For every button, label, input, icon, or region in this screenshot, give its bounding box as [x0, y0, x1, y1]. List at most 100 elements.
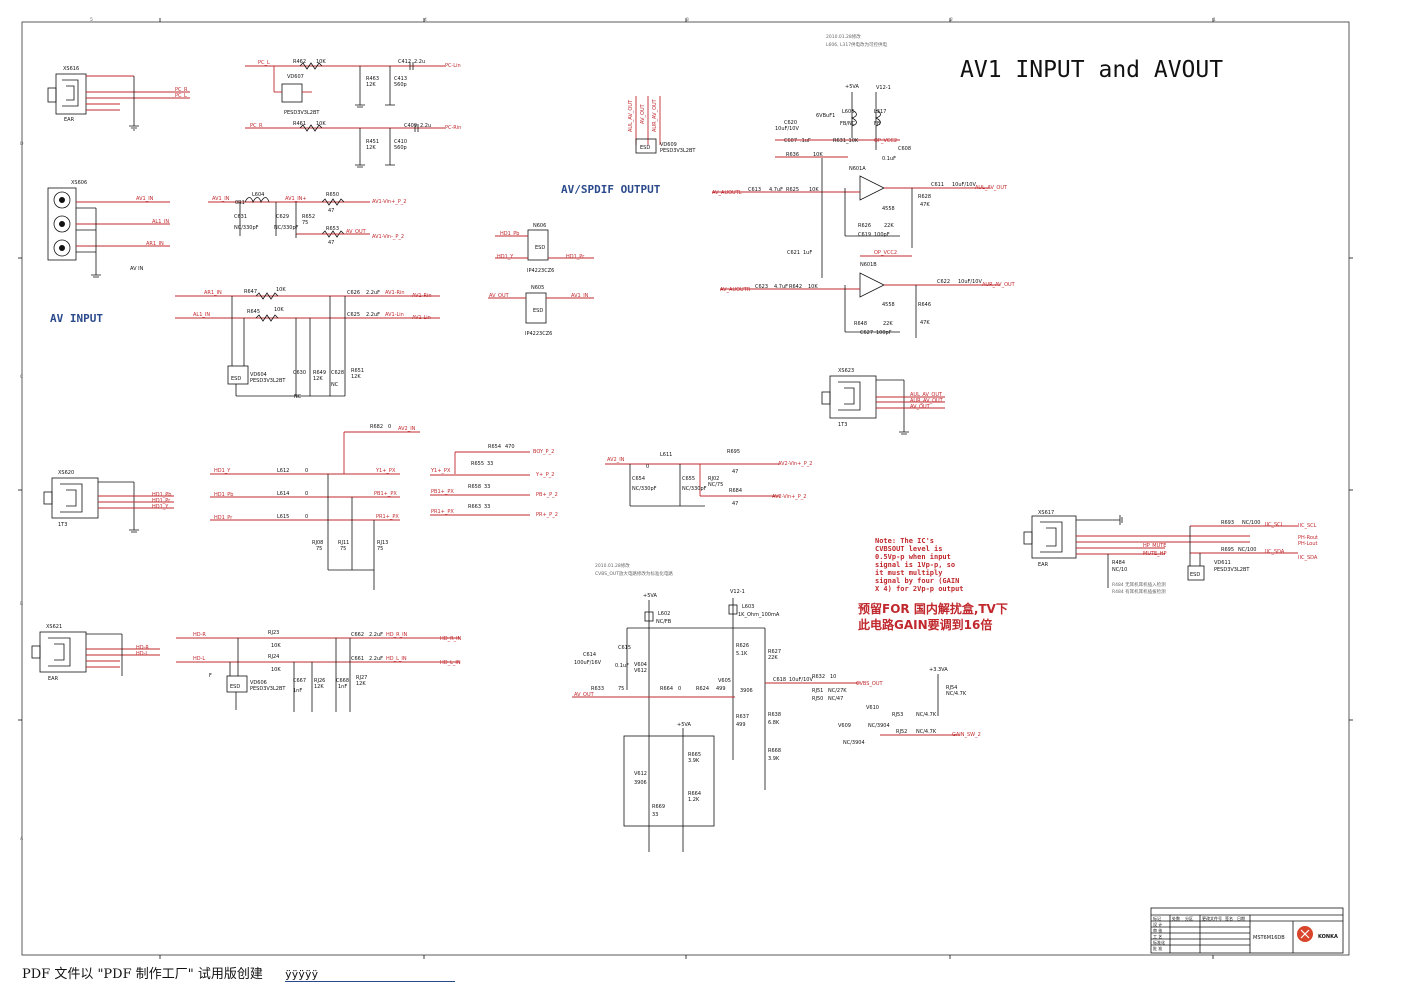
- svg-text:F: F: [209, 673, 212, 679]
- svg-text:AUR_AV_OUT: AUR_AV_OUT: [910, 398, 944, 404]
- svg-text:47: 47: [732, 469, 738, 475]
- svg-text:R663: R663: [468, 504, 481, 510]
- grid-col-2: 2: [950, 17, 953, 23]
- svg-text:12K: 12K: [366, 82, 376, 88]
- grid-labels: 5 4 3 2 1 D C B A: [20, 17, 1216, 842]
- svg-text:C668: C668: [336, 678, 349, 684]
- svg-text:0: 0: [305, 491, 308, 497]
- svg-text:6VBuF1: 6VBuF1: [816, 113, 835, 119]
- svg-text:2010.01.28修改: 2010.01.28修改: [595, 562, 630, 569]
- svg-text:PR1+_PX: PR1+_PX: [376, 514, 399, 520]
- svg-text:12K: 12K: [314, 684, 324, 690]
- svg-text:HD1_Y: HD1_Y: [497, 254, 514, 260]
- svg-text:0.1uF: 0.1uF: [882, 156, 896, 162]
- svg-text:R484 有耳机耳机插拔检测: R484 有耳机耳机插拔检测: [1112, 588, 1166, 595]
- grid-row-a: A: [20, 836, 24, 842]
- svg-text:.1uF: .1uF: [800, 138, 811, 144]
- svg-text:RJ27: RJ27: [356, 675, 367, 681]
- av1-filter-block: AV1_IN L604 0R1 AV1_IN+ R650 47 R653 47 …: [208, 192, 406, 246]
- svg-text:分区: 分区: [1185, 915, 1193, 921]
- svg-text:L317: L317: [874, 109, 886, 115]
- svg-text:AV_AUOUTL: AV_AUOUTL: [712, 190, 742, 196]
- svg-text:HD_R_IN: HD_R_IN: [386, 632, 408, 638]
- svg-text:IIC_SCL: IIC_SCL: [1265, 522, 1284, 528]
- svg-text:22K: 22K: [884, 223, 894, 229]
- svg-text:NC/3904: NC/3904: [843, 740, 865, 746]
- svg-text:AL1_IN: AL1_IN: [193, 312, 210, 318]
- svg-text:R650: R650: [326, 192, 339, 198]
- pdf-footer-text: PDF 文件以 "PDF 制作工厂" 试用版创建: [22, 967, 263, 982]
- svg-text:R637: R637: [736, 714, 749, 720]
- svg-text:AV1-Rin: AV1-Rin: [412, 293, 432, 299]
- grid-col-3: 3: [686, 17, 689, 23]
- svg-text:C611: C611: [931, 182, 944, 188]
- svg-text:AV1-Vin+_P_2: AV1-Vin+_P_2: [372, 199, 406, 205]
- svg-text:33: 33: [484, 504, 490, 510]
- svg-text:22K: 22K: [768, 655, 778, 661]
- svg-text:HD1_Pb: HD1_Pb: [152, 492, 171, 498]
- connector-xs606: XS606 AV IN: [47, 180, 170, 278]
- net-pc-l: PC_L: [175, 93, 187, 99]
- svg-text:VD607: VD607: [287, 74, 304, 80]
- section-spdif-output: AV/SPDIF OUTPUT: [561, 183, 661, 196]
- svg-text:HD_L_IN: HD_L_IN: [440, 660, 461, 666]
- svg-text:10uF/10V: 10uF/10V: [789, 677, 813, 683]
- svg-text:HD-R: HD-R: [136, 645, 149, 651]
- svg-text:R658: R658: [468, 484, 481, 490]
- svg-text:EAR: EAR: [64, 117, 75, 123]
- svg-text:AV_OUT: AV_OUT: [346, 229, 367, 235]
- svg-text:AV1_IN+: AV1_IN+: [285, 196, 307, 202]
- svg-text:75: 75: [377, 546, 383, 552]
- svg-text:PC_R: PC_R: [250, 123, 263, 129]
- svg-text:470: 470: [505, 444, 515, 450]
- svg-text:it must multiply: it must multiply: [875, 569, 943, 577]
- svg-text:47: 47: [328, 240, 334, 246]
- svg-text:标记: 标记: [1153, 915, 1161, 921]
- svg-text:XS621: XS621: [46, 624, 62, 630]
- svg-text:100pF: 100pF: [876, 330, 892, 336]
- svg-text:V610: V610: [866, 705, 879, 711]
- svg-text:R632: R632: [812, 674, 825, 680]
- svg-text:CVBS_OUT: CVBS_OUT: [856, 681, 884, 687]
- svg-text:V612: V612: [634, 668, 647, 674]
- svg-text:N606: N606: [533, 223, 546, 229]
- svg-text:C614: C614: [583, 652, 596, 658]
- svg-text:5.1K: 5.1K: [736, 651, 748, 657]
- svg-text:ESD: ESD: [533, 308, 543, 314]
- svg-text:更改文件号: 更改文件号: [1202, 915, 1222, 921]
- svg-text:R626: R626: [858, 223, 871, 229]
- pdf-footer-link[interactable]: ÿÿÿÿÿ: [285, 968, 456, 982]
- svg-text:R684: R684: [729, 488, 742, 494]
- svg-text:R669: R669: [652, 804, 665, 810]
- svg-text:NC/4.7K: NC/4.7K: [916, 729, 937, 735]
- svg-text:NC/47: NC/47: [828, 696, 843, 702]
- svg-text:10K: 10K: [808, 284, 818, 290]
- svg-text:12K: 12K: [351, 374, 361, 380]
- svg-text:L615: L615: [277, 514, 289, 520]
- svg-text:C607: C607: [784, 138, 797, 144]
- svg-text:33: 33: [484, 484, 490, 490]
- svg-text:R654: R654: [488, 444, 501, 450]
- svg-text:VD611: VD611: [1214, 560, 1231, 566]
- svg-text:XS617: XS617: [1038, 510, 1054, 516]
- svg-text:1T3: 1T3: [58, 522, 67, 528]
- svg-text:V609: V609: [838, 723, 851, 729]
- svg-text:ESD: ESD: [1190, 572, 1200, 578]
- svg-text:IIC_SCL: IIC_SCL: [1298, 523, 1317, 529]
- svg-text:L603: L603: [742, 604, 754, 610]
- svg-text:R664: R664: [660, 686, 673, 692]
- svg-text:HD1_Pr: HD1_Pr: [566, 254, 585, 260]
- grid-col-5: 5: [90, 17, 93, 23]
- svg-text:预留FOR 国内解扰盒,TV下: 预留FOR 国内解扰盒,TV下: [858, 601, 1008, 616]
- svg-text:0.1uF: 0.1uF: [615, 663, 629, 669]
- svg-text:PH-Rout: PH-Rout: [1298, 535, 1318, 541]
- konka-logo: KONKA: [1297, 926, 1338, 942]
- section-av-input: AV INPUT: [50, 312, 103, 325]
- svg-text:AV_OUT: AV_OUT: [640, 103, 646, 124]
- svg-text:+5VA: +5VA: [643, 593, 657, 599]
- svg-text:ESD: ESD: [231, 376, 241, 382]
- svg-text:signal is 1Vp-p, so: signal is 1Vp-p, so: [875, 561, 955, 569]
- svg-text:R645: R645: [247, 309, 260, 315]
